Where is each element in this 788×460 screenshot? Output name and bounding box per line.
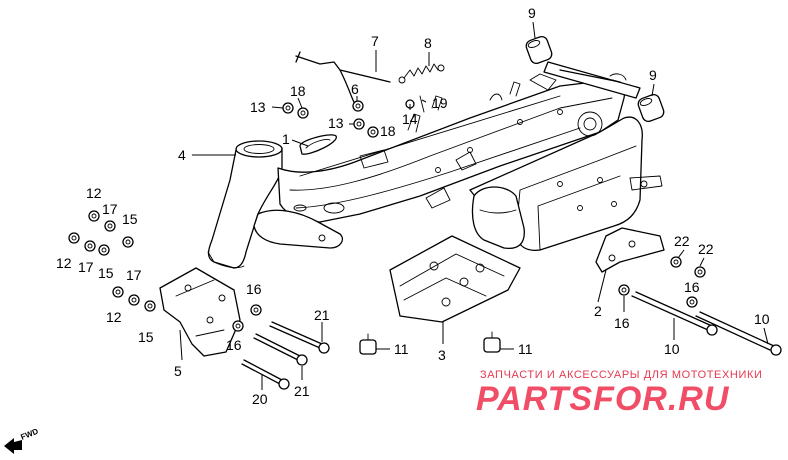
callout-15-mid: 15 [98,265,114,281]
callout-9-right: 9 [649,67,657,83]
callout-17-low: 17 [126,267,142,283]
callout-17-mid: 17 [78,259,94,275]
callout-21-lower: 21 [294,383,310,399]
callout-7: 7 [371,33,379,49]
callout-20: 20 [252,391,268,407]
callout-1: 1 [282,131,290,147]
hardware-stack-left [68,210,156,312]
washer-16-bracket [232,320,244,332]
callout-16-mid: 16 [614,315,630,331]
callout-16-right: 16 [684,279,700,295]
callout-8: 8 [424,35,432,51]
fwd-label: FWD [19,427,39,442]
callout-9-top: 9 [528,5,536,21]
callout-5: 5 [174,363,182,379]
callout-2: 2 [594,303,602,319]
callout-18-lower: 18 [380,123,396,139]
watermark-subtitle: ЗАПЧАСТИ И АКСЕССУАРЫ ДЛЯ МОТОТЕХНИКИ [480,369,762,381]
washer-18-upper [297,107,309,119]
mount-11-left [359,333,377,355]
leader-lines [179,21,769,390]
callout-11-left: 11 [394,341,409,357]
part-3-skid-plate [389,235,521,323]
callout-13-upper: 13 [250,99,266,115]
bolt-21-lower [253,333,308,366]
part-9-bushing-right [637,94,665,122]
callout-6: 6 [351,81,359,97]
fwd-indicator: FWD [4,427,40,454]
callout-11-right: 11 [518,341,533,357]
callout-22-a: 22 [674,233,690,249]
bolt-10-left [631,291,718,336]
washer-16-left [250,304,262,316]
part-1-grommet [299,134,337,155]
nut-13-upper [282,102,294,114]
bolt-6 [352,100,364,112]
callout-21-upper: 21 [314,307,330,323]
callout-13-lower: 13 [328,115,344,131]
callout-22-b: 22 [698,241,714,257]
callout-15-low: 15 [138,329,154,345]
callout-12-low: 12 [106,309,122,325]
bolt-20 [241,359,290,390]
callout-17-top: 17 [102,201,118,217]
washer-18-lower [367,126,379,138]
callout-10-left: 10 [664,341,680,357]
callout-16-left: 16 [246,281,262,297]
callout-19: 19 [432,95,448,111]
main-frame [207,61,663,269]
bolt-21-upper [269,321,330,354]
callout-4: 4 [178,147,186,163]
nut-13-lower [353,118,365,130]
clip-19 [419,95,425,113]
part-2-bracket [595,227,665,273]
mount-11-right [483,331,501,353]
part-5-bracket [159,267,241,357]
watermark-brand: PARTSFOR.RU [476,380,730,418]
watermark: ЗАПЧАСТИ И АКСЕССУАРЫ ДЛЯ МОТОТЕХНИКИ PA… [476,369,762,418]
callout-16-bracket: 16 [226,337,242,353]
washer-16-mid [618,284,630,296]
callout-15-top: 15 [122,211,138,227]
part-9-bushing-top [525,36,553,64]
callout-18-upper: 18 [290,83,306,99]
callout-10-right: 10 [754,311,770,327]
callout-12-mid: 12 [56,255,72,271]
nut-22-a [670,256,682,268]
callout-12-top: 12 [86,185,102,201]
callout-labels: 1 4 7 8 9 9 13 18 6 13 18 14 19 12 17 15… [56,5,770,407]
bolt-10-right [695,311,782,356]
washer-16-right [686,296,698,308]
nut-22-b [694,266,706,278]
callout-3: 3 [438,347,446,363]
fwd-arrow-icon [4,438,22,454]
callout-14: 14 [402,111,418,127]
part-8-spring [398,63,445,84]
